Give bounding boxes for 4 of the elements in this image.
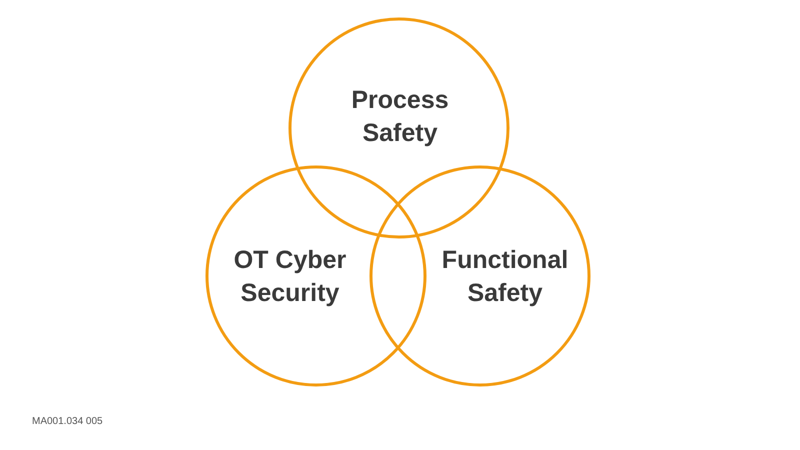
circle-label: Functional Safety: [440, 245, 570, 309]
circle-label: Process Safety: [350, 85, 450, 149]
circle-label: OT Cyber Security: [232, 245, 348, 309]
document-code: MA001.034 005: [32, 415, 103, 429]
